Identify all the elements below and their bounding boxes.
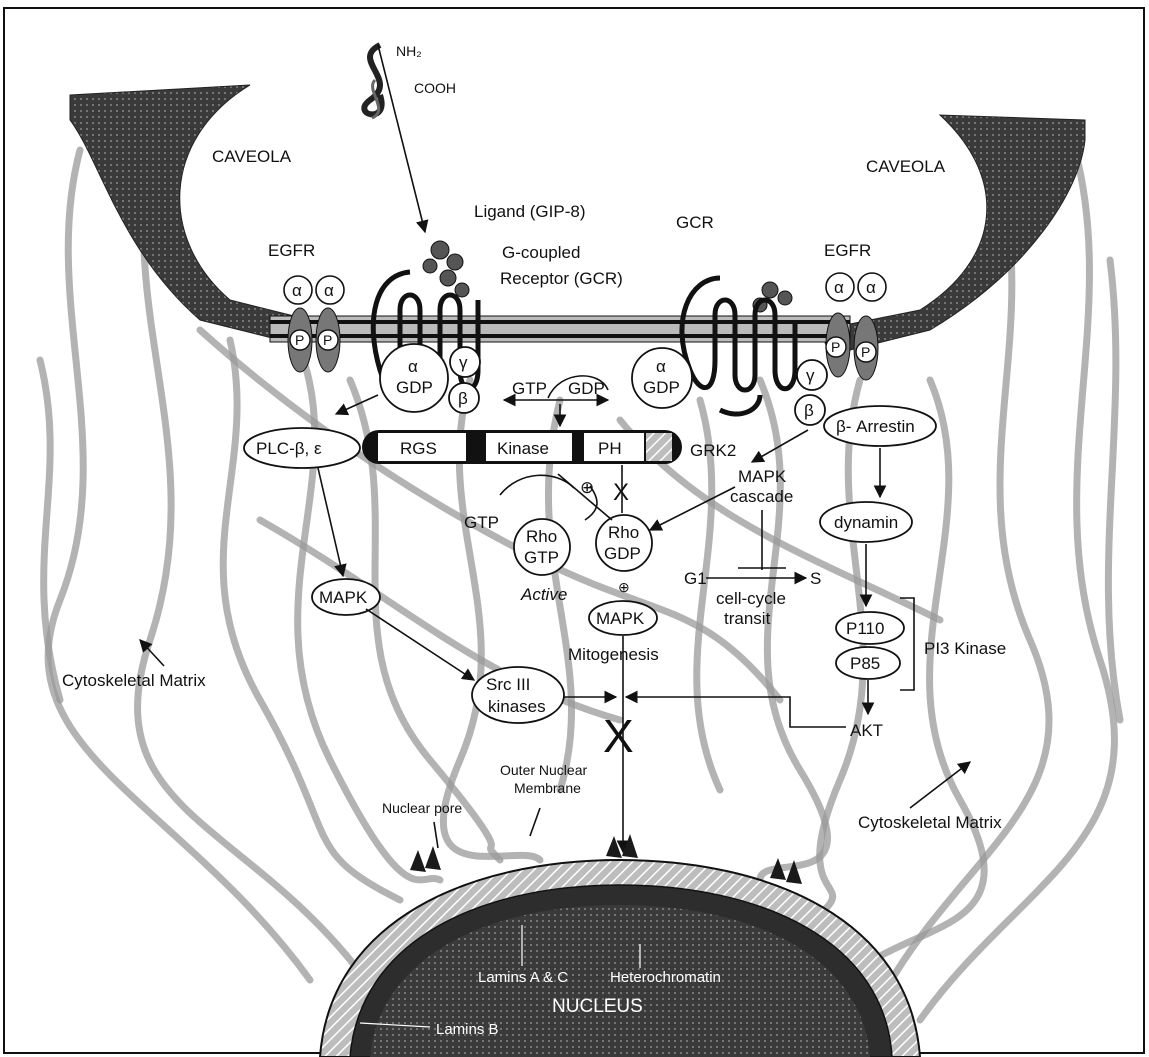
cellcycle-label-2: transit bbox=[724, 609, 771, 628]
ligand-label: Ligand (GIP-8) bbox=[474, 202, 586, 221]
nuclear-pore-label: Nuclear pore bbox=[382, 800, 462, 816]
egfr-left-p-1: P bbox=[295, 332, 304, 348]
caveola-right-shape bbox=[820, 115, 1085, 355]
egfr-left-alpha-1: α bbox=[292, 281, 302, 300]
mapk-center-label: MAPK bbox=[596, 609, 645, 628]
lamins-ac-label: Lamins A & C bbox=[478, 969, 568, 986]
p85-label: P85 bbox=[850, 654, 880, 673]
active-label: Active bbox=[520, 585, 567, 604]
nh2-label: NH₂ bbox=[396, 43, 422, 59]
grk2-ph-label: PH bbox=[598, 439, 622, 458]
g-right-alpha: α bbox=[656, 357, 666, 376]
plus-symbol: ⊕ bbox=[580, 478, 594, 497]
mapk-cascade-label-1: MAPK bbox=[738, 467, 787, 486]
rho-gtp-label-2: GTP bbox=[524, 548, 559, 567]
nucleus-label: NUCLEUS bbox=[552, 996, 643, 1017]
g-right-gdp: GDP bbox=[643, 378, 680, 397]
s-phase-label: S bbox=[810, 569, 821, 588]
egfr-left-alpha-2: α bbox=[324, 281, 334, 300]
mitogenesis-label: Mitogenesis bbox=[568, 645, 659, 664]
gcr-label: GCR bbox=[676, 213, 714, 232]
lamins-b-label: Lamins B bbox=[436, 1021, 499, 1038]
g1-label: G1 bbox=[684, 569, 707, 588]
dynamin-label: dynamin bbox=[834, 513, 898, 532]
src-label-2: kinases bbox=[488, 697, 546, 716]
egfr-right-alpha-2: α bbox=[866, 278, 876, 297]
cytoskeletal-left-label: Cytoskeletal Matrix bbox=[62, 671, 206, 690]
cellcycle-label-1: cell-cycle bbox=[716, 589, 786, 608]
nucleus bbox=[320, 834, 920, 1057]
rho-plus-symbol: ⊕ bbox=[618, 579, 630, 595]
g-right-gamma: γ bbox=[806, 366, 815, 385]
pi3k-label: PI3 Kinase bbox=[924, 639, 1006, 658]
mapk-cascade-label-2: cascade bbox=[730, 487, 793, 506]
mapk-left-label: MAPK bbox=[319, 588, 368, 607]
block-mark-main: X bbox=[603, 710, 634, 762]
g-left-alpha: α bbox=[408, 357, 418, 376]
peptide-ligand bbox=[364, 45, 381, 118]
grk2-rgs-label: RGS bbox=[400, 439, 437, 458]
block-mark-grk2: X bbox=[613, 479, 629, 506]
gdp-label: GDP bbox=[568, 379, 605, 398]
caveola-left-label: CAVEOLA bbox=[212, 147, 292, 166]
rho-gdp-label-2: GDP bbox=[604, 544, 641, 563]
gtp-side-label: GTP bbox=[464, 513, 499, 532]
plasma-membrane bbox=[270, 316, 850, 342]
heterochromatin-label: Heterochromatin bbox=[610, 969, 721, 986]
arrestin-label: β- Arrestin bbox=[836, 417, 915, 436]
receptor-label-2: Receptor (GCR) bbox=[500, 269, 623, 288]
g-right-beta: β bbox=[804, 401, 814, 420]
cytoskeletal-right-label: Cytoskeletal Matrix bbox=[858, 813, 1002, 832]
p110-label: P110 bbox=[846, 619, 884, 638]
grk2-kinase-label: Kinase bbox=[497, 439, 549, 458]
cooh-label: COOH bbox=[414, 80, 456, 96]
egfr-left-p-2: P bbox=[323, 332, 332, 348]
rho-gtp-label-1: Rho bbox=[526, 527, 557, 546]
rho-gdp-label-1: Rho bbox=[608, 523, 639, 542]
caveola-right-label: CAVEOLA bbox=[866, 157, 946, 176]
g-left-gamma: γ bbox=[459, 353, 468, 372]
g-left-gdp: GDP bbox=[396, 378, 433, 397]
g-left-beta: β bbox=[458, 389, 468, 408]
caveola-left-shape bbox=[70, 85, 310, 345]
gtp-label: GTP bbox=[512, 379, 547, 398]
egfr-right-label: EGFR bbox=[824, 241, 871, 260]
plc-label: PLC-β, ε bbox=[256, 439, 322, 458]
akt-label: AKT bbox=[850, 721, 883, 740]
src-label-1: Src III bbox=[486, 675, 530, 694]
grk2-label: GRK2 bbox=[690, 441, 736, 460]
egfr-right-p-2: P bbox=[861, 344, 870, 360]
egfr-right-alpha-1: α bbox=[834, 278, 844, 297]
egfr-right-p-1: P bbox=[831, 339, 840, 355]
outer-membrane-label-1: Outer Nuclear bbox=[500, 762, 587, 778]
egfr-left-label: EGFR bbox=[268, 241, 315, 260]
outer-membrane-label-2: Membrane bbox=[514, 780, 581, 796]
receptor-label-1: G-coupled bbox=[502, 243, 580, 262]
